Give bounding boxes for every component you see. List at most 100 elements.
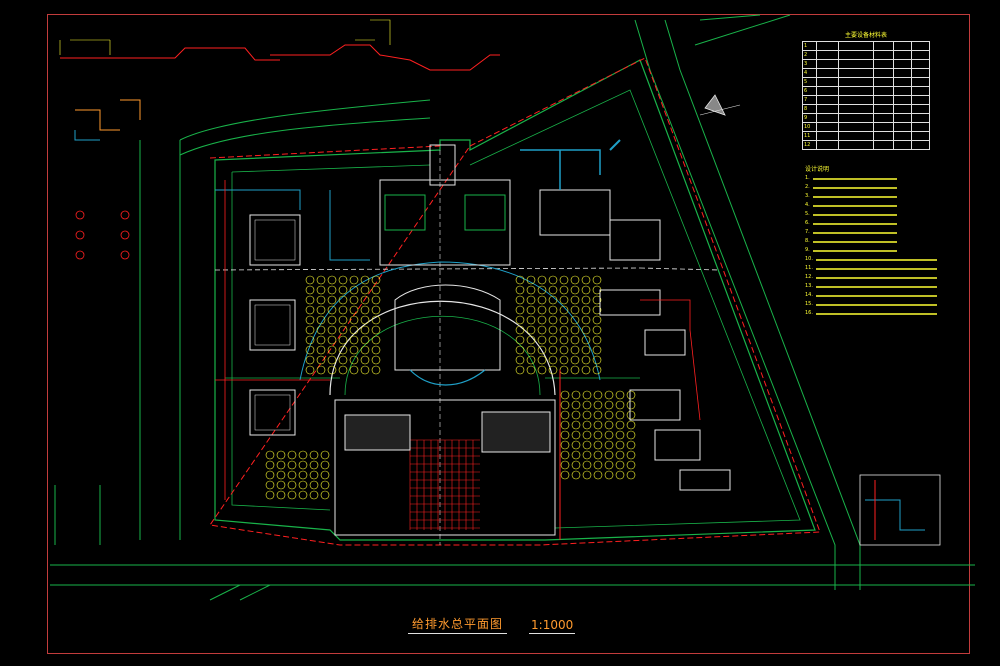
- tree-grid-southeast: [571, 430, 581, 440]
- tree-grid-east: [548, 335, 558, 345]
- tree-grid-west: [316, 335, 326, 345]
- equipment-cell: [837, 140, 874, 150]
- tree-grid-west: [316, 305, 326, 315]
- tree-grid-west: [338, 305, 348, 315]
- design-note-number: 16.: [805, 310, 813, 316]
- tree-grid-southwest: [298, 490, 308, 500]
- tree-grid-west: [316, 355, 326, 365]
- equipment-row: 9: [801, 113, 931, 123]
- tree-grid-east: [526, 365, 536, 375]
- tree-grid-southeast: [593, 420, 603, 430]
- equipment-cell: [872, 131, 894, 141]
- tree-grid-west: [327, 325, 337, 335]
- tree-grid-southeast: [604, 410, 614, 420]
- site-inner-road-west: [231, 164, 431, 511]
- tree-grid-southeast: [560, 410, 570, 420]
- tree-grid-east: [526, 305, 536, 315]
- tree-grid-east: [570, 275, 580, 285]
- equipment-cell: [910, 95, 931, 105]
- profile-east: [270, 44, 500, 71]
- equipment-cell: [892, 122, 912, 132]
- tree-grid-east: [559, 325, 569, 335]
- design-note-number: 5.: [805, 211, 810, 217]
- design-note-number: 15.: [805, 301, 813, 307]
- drainage-main-loop: [209, 57, 821, 546]
- tree-grid-west: [327, 355, 337, 365]
- equipment-cell: [872, 122, 894, 132]
- equipment-cell: 3: [801, 59, 818, 69]
- tree-grid-southeast: [571, 420, 581, 430]
- tree-grid-west: [327, 315, 337, 325]
- tree-grid-west: [338, 365, 348, 375]
- tree-grid-southeast: [571, 440, 581, 450]
- tree-grid-east: [526, 275, 536, 285]
- tree-grid-southeast: [615, 450, 625, 460]
- tree-grid-southeast: [560, 390, 570, 400]
- equipment-cell: [872, 95, 894, 105]
- tree-grid-southeast: [582, 470, 592, 480]
- tree-grid-east: [515, 325, 525, 335]
- northeast-building: [539, 189, 611, 236]
- design-note-text-line: [815, 303, 937, 306]
- tree-grid-east: [592, 315, 602, 325]
- tree-grid-southeast: [604, 450, 614, 460]
- north-building: [379, 179, 511, 266]
- tree-grid-east: [548, 315, 558, 325]
- tree-grid-southeast: [593, 430, 603, 440]
- equipment-cell: [816, 95, 839, 105]
- tree-grid-east: [581, 325, 591, 335]
- tree-grid-east: [581, 355, 591, 365]
- road-east: [634, 19, 861, 590]
- equipment-cell: [892, 140, 912, 150]
- tree-grid-southeast: [582, 450, 592, 460]
- equipment-cell: [816, 140, 839, 150]
- axis-line-east: [639, 267, 721, 271]
- design-note-text-line: [812, 231, 897, 234]
- tree-grid-west: [338, 355, 348, 365]
- tree-grid-southeast: [571, 410, 581, 420]
- tree-grid-west: [349, 365, 359, 375]
- plaza-hall-west: [344, 414, 411, 451]
- equipment-cell: [892, 113, 912, 123]
- equipment-cell: [872, 113, 894, 123]
- design-notes: 设计说明 1.2.3.4.5.6.7.8.9.10.11.12.13.14.15…: [805, 165, 955, 318]
- equipment-cell: [816, 41, 839, 51]
- tree-grid-southwest: [287, 450, 297, 460]
- tree-grid-west: [305, 335, 315, 345]
- west-dorm-block: [249, 389, 296, 436]
- well-detail-pipe: [865, 499, 925, 531]
- equipment-cell: [892, 86, 912, 96]
- tree-grid-east: [526, 315, 536, 325]
- equipment-cell: [892, 59, 912, 69]
- equipment-row: 3: [801, 59, 931, 69]
- equipment-cell: [910, 122, 931, 132]
- tree-grid-east: [570, 345, 580, 355]
- tree-grid-east: [515, 315, 525, 325]
- design-note-number: 10.: [805, 256, 813, 262]
- tree-grid-west: [305, 315, 315, 325]
- design-note-item: 10.: [805, 255, 955, 264]
- equipment-cell: [837, 41, 874, 51]
- profile-east-label: [355, 19, 391, 45]
- tree-grid-west: [305, 275, 315, 285]
- equipment-cell: [872, 59, 894, 69]
- tree-grid-east: [570, 285, 580, 295]
- tree-grid-southwest: [298, 460, 308, 470]
- tree-grid-southeast: [626, 420, 636, 430]
- design-note-item: 8.: [805, 237, 955, 246]
- design-note-number: 7.: [805, 229, 810, 235]
- equipment-cell: [837, 131, 874, 141]
- road-south: [50, 564, 975, 586]
- tree-grid-west: [338, 325, 348, 335]
- tree-grid-east: [537, 365, 547, 375]
- tree-grid-southeast: [582, 430, 592, 440]
- tree-grid-southeast: [593, 460, 603, 470]
- equipment-cell: [892, 68, 912, 78]
- equipment-cell: [872, 41, 894, 51]
- equipment-cell: 2: [801, 50, 818, 60]
- tree-grid-east: [537, 335, 547, 345]
